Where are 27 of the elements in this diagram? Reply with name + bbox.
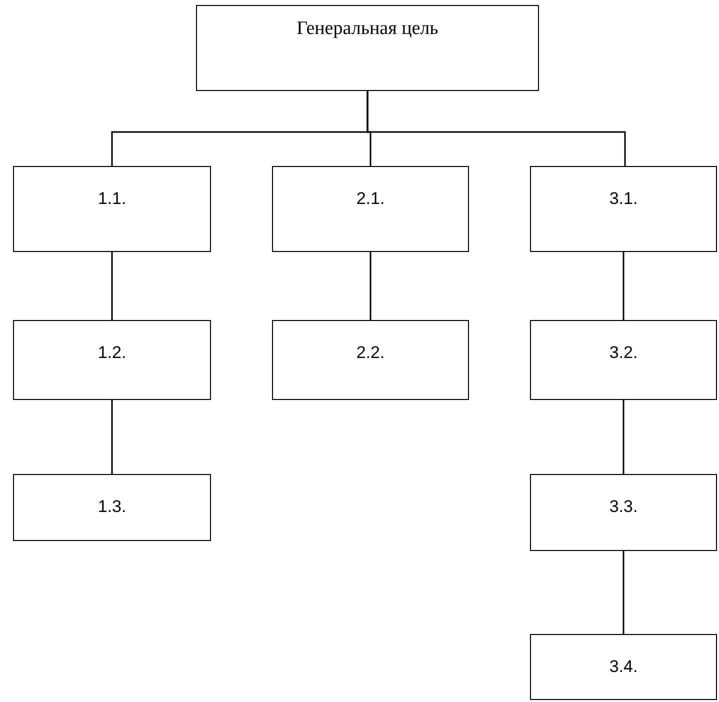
subgoal-box: [272, 166, 469, 252]
node-label: 1.1.: [98, 189, 126, 209]
subgoal-box: [272, 320, 469, 400]
connector-line: [370, 252, 372, 320]
connector-line: [622, 252, 624, 320]
node-label: 2.2.: [356, 343, 385, 363]
subgoal-box: [13, 474, 211, 541]
node-label: 3.4.: [609, 657, 638, 677]
node-label: 3.3.: [609, 497, 638, 517]
node-label: 1.3.: [98, 497, 126, 517]
connector-line: [622, 400, 624, 474]
subgoal-box: [13, 320, 211, 400]
goal-box: [196, 5, 539, 91]
node-label: 1.2.: [98, 343, 126, 363]
subgoal-box: [13, 166, 211, 252]
subgoal-box: [530, 634, 717, 700]
connector-line: [111, 252, 113, 320]
connector-line: [366, 91, 626, 166]
connector-line: [622, 551, 624, 634]
subgoal-box: [530, 474, 717, 551]
node-label: 3.2.: [609, 343, 638, 363]
subgoal-box: [530, 320, 717, 400]
node-label: Генеральная цель: [296, 18, 438, 40]
node-label: 2.1.: [356, 189, 385, 209]
subgoal-box: [530, 166, 717, 252]
node-label: 3.1.: [609, 189, 638, 209]
connector-line: [111, 400, 113, 474]
